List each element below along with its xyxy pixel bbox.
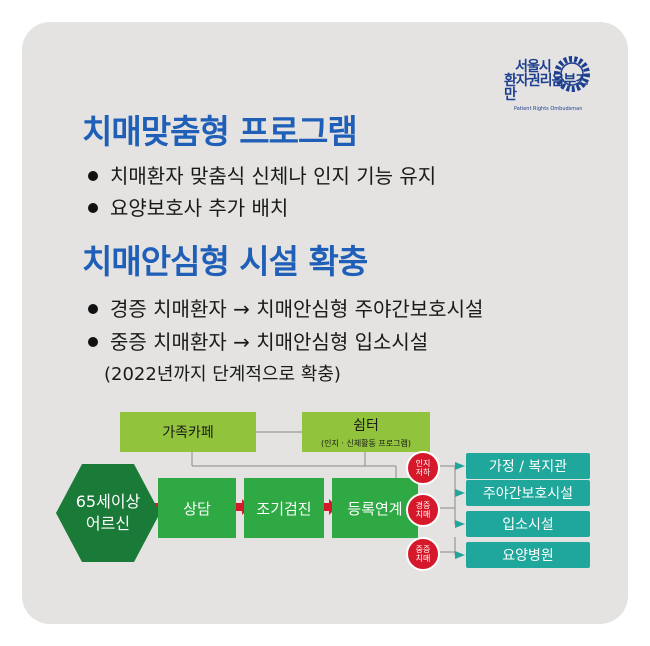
badge-line: 저하	[415, 468, 431, 477]
start-line1: 65세이상	[75, 492, 141, 511]
section1-bullet-1: 치매환자 맞춤식 신체나 인지 기능 유지	[88, 163, 436, 189]
gear-icon	[554, 56, 590, 92]
outcome-home-welfare: 가정 / 복지관	[466, 453, 590, 479]
logo-text-line1: 서울시	[515, 59, 552, 75]
badge-line: 경증	[415, 501, 431, 510]
shelter-label: 쉼터	[353, 418, 379, 434]
outcome-label: 요양병원	[502, 548, 554, 564]
logo-subtitle: Patient Rights Ombudsman	[514, 106, 583, 112]
badge-severe-dementia: 중증 치매	[406, 537, 440, 571]
outcome-day-care: 주야간보호시설	[466, 480, 590, 506]
bullet-text: 경증 치매환자 → 치매안심형 주야간보호시설	[110, 297, 484, 321]
section1-bullet-2: 요양보호사 추가 배치	[88, 195, 288, 221]
outcome-label: 주야간보호시설	[482, 486, 574, 502]
bullet-dot	[88, 303, 98, 314]
bullet-dot	[88, 336, 98, 347]
bullet-text: 치매환자 맞춤식 신체나 인지 기능 유지	[110, 164, 437, 188]
shelter-sublabel: (인지 · 신체활동 프로그램)	[320, 439, 411, 448]
section2-note: (2022년까지 단계적으로 확충)	[104, 364, 341, 385]
outcome-label: 가정 / 복지관	[488, 459, 568, 475]
ombudsman-logo: 서울시 환자권리옴부즈만 Patient Rights Ombudsman	[498, 50, 598, 122]
bullet-dot	[88, 202, 98, 213]
step-consultation: 상담	[158, 478, 236, 538]
step-label: 상담	[183, 499, 211, 518]
step-early-screening: 조기검진	[244, 478, 324, 538]
section1-heading: 치매맞춤형 프로그램	[82, 112, 358, 151]
section2-bullet-1: 경증 치매환자 → 치매안심형 주야간보호시설	[88, 296, 483, 322]
badge-line: 중증	[415, 545, 431, 554]
outcome-label: 입소시설	[502, 517, 554, 533]
family-cafe-box: 가족카페	[120, 412, 256, 452]
logo-text-line2: 환자권리옴부즈만	[504, 73, 588, 103]
section2-heading: 치매안심형 시설 확충	[82, 242, 368, 281]
outcome-nursing-hospital: 요양병원	[466, 542, 590, 568]
section2-bullet-2: 중증 치매환자 → 치매안심형 입소시설	[88, 329, 428, 355]
badge-line: 치매	[415, 510, 431, 519]
start-line2: 어르신	[85, 514, 131, 533]
badge-line: 치매	[415, 554, 431, 563]
bullet-dot	[88, 170, 98, 181]
bullet-text: 요양보호사 추가 배치	[110, 196, 289, 220]
shelter-box: 쉼터 (인지 · 신체활동 프로그램)	[302, 412, 430, 452]
bullet-text: 중증 치매환자 → 치매안심형 입소시설	[110, 330, 429, 354]
step-label: 등록연계	[347, 499, 403, 518]
badge-line: 인지	[415, 459, 431, 468]
family-cafe-label: 가족카페	[162, 425, 214, 441]
badge-cognitive-decline: 인지 저하	[406, 451, 440, 485]
step-registration: 등록연계	[332, 478, 418, 538]
badge-mild-dementia: 경증 치매	[406, 493, 440, 527]
outcome-residential: 입소시설	[466, 511, 590, 537]
step-label: 조기검진	[256, 499, 312, 518]
